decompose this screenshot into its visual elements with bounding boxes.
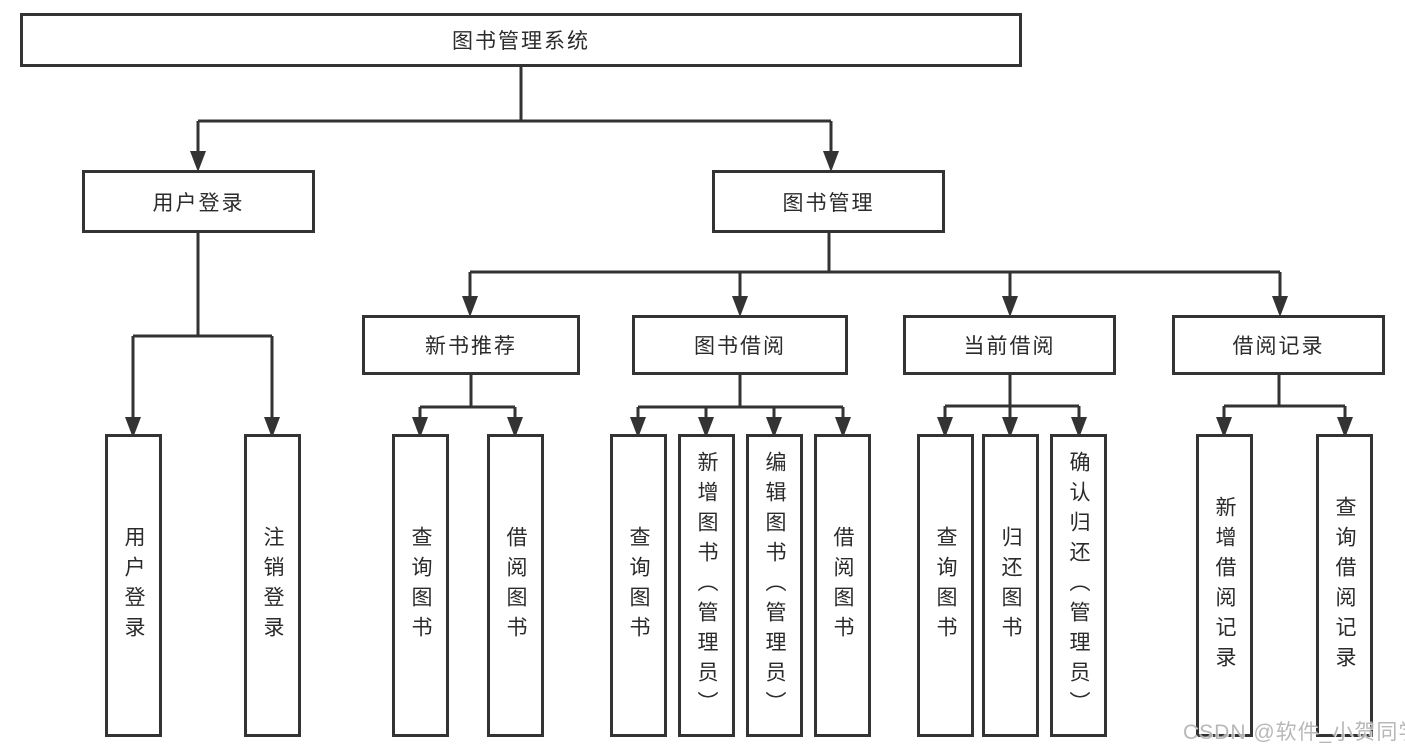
leaf-label: 查询图书	[934, 525, 958, 646]
leaf-label: 归还图书	[999, 525, 1023, 646]
node-label: 用户登录	[152, 191, 245, 215]
node-current-borrow: 当前借阅	[903, 315, 1116, 375]
leaf-label: 新增图书（管理员）	[695, 450, 719, 721]
node-book-borrow: 图书借阅	[632, 315, 848, 375]
leaf-label: 查询图书	[409, 525, 433, 646]
csdn-watermark: CSDN @软件_小贺同学	[1183, 721, 1405, 744]
leaf-add-borrow-record: 新增借阅记录	[1196, 434, 1253, 737]
node-label: 图书管理	[782, 191, 875, 215]
leaf-label: 用户登录	[122, 525, 146, 646]
leaf-label: 确认归还（管理员）	[1067, 450, 1091, 721]
node-book-management-branch: 图书管理	[712, 170, 945, 233]
leaf-return-books: 归还图书	[982, 434, 1039, 737]
leaf-user-login: 用户登录	[105, 434, 162, 737]
leaf-label: 借阅图书	[504, 525, 528, 646]
leaf-query-borrow-record: 查询借阅记录	[1316, 434, 1373, 737]
arrowheads	[125, 151, 1353, 438]
node-label: 新书推荐	[425, 335, 517, 358]
leaf-label: 新增借阅记录	[1213, 495, 1237, 676]
leaf-query-books-borrow: 查询图书	[610, 434, 667, 737]
leaf-edit-books-admin: 编辑图书（管理员）	[746, 434, 803, 737]
leaf-borrow-books: 借阅图书	[814, 434, 871, 737]
node-label: 图书借阅	[694, 335, 786, 358]
connector-trunks	[131, 67, 1347, 419]
node-root: 图书管理系统	[20, 13, 1022, 67]
leaf-borrow-books-recommend: 借阅图书	[487, 434, 544, 737]
leaf-label: 借阅图书	[831, 525, 855, 646]
node-new-book-recommend: 新书推荐	[362, 315, 580, 375]
leaf-label: 注销登录	[261, 525, 285, 646]
node-label: 借阅记录	[1232, 335, 1325, 358]
leaf-query-books-recommend: 查询图书	[392, 434, 449, 737]
leaf-add-books-admin: 新增图书（管理员）	[678, 434, 735, 737]
node-label: 当前借阅	[963, 335, 1056, 358]
leaf-label: 查询借阅记录	[1333, 495, 1357, 676]
node-borrow-records: 借阅记录	[1172, 315, 1385, 375]
node-user-login-branch: 用户登录	[82, 170, 315, 233]
leaf-query-books-current: 查询图书	[917, 434, 974, 737]
node-root-label: 图书管理系统	[452, 30, 590, 53]
leaf-label: 查询图书	[627, 525, 651, 646]
leaf-confirm-return-admin: 确认归还（管理员）	[1050, 434, 1107, 737]
leaf-label: 编辑图书（管理员）	[763, 450, 787, 721]
leaf-logout-login: 注销登录	[244, 434, 301, 737]
